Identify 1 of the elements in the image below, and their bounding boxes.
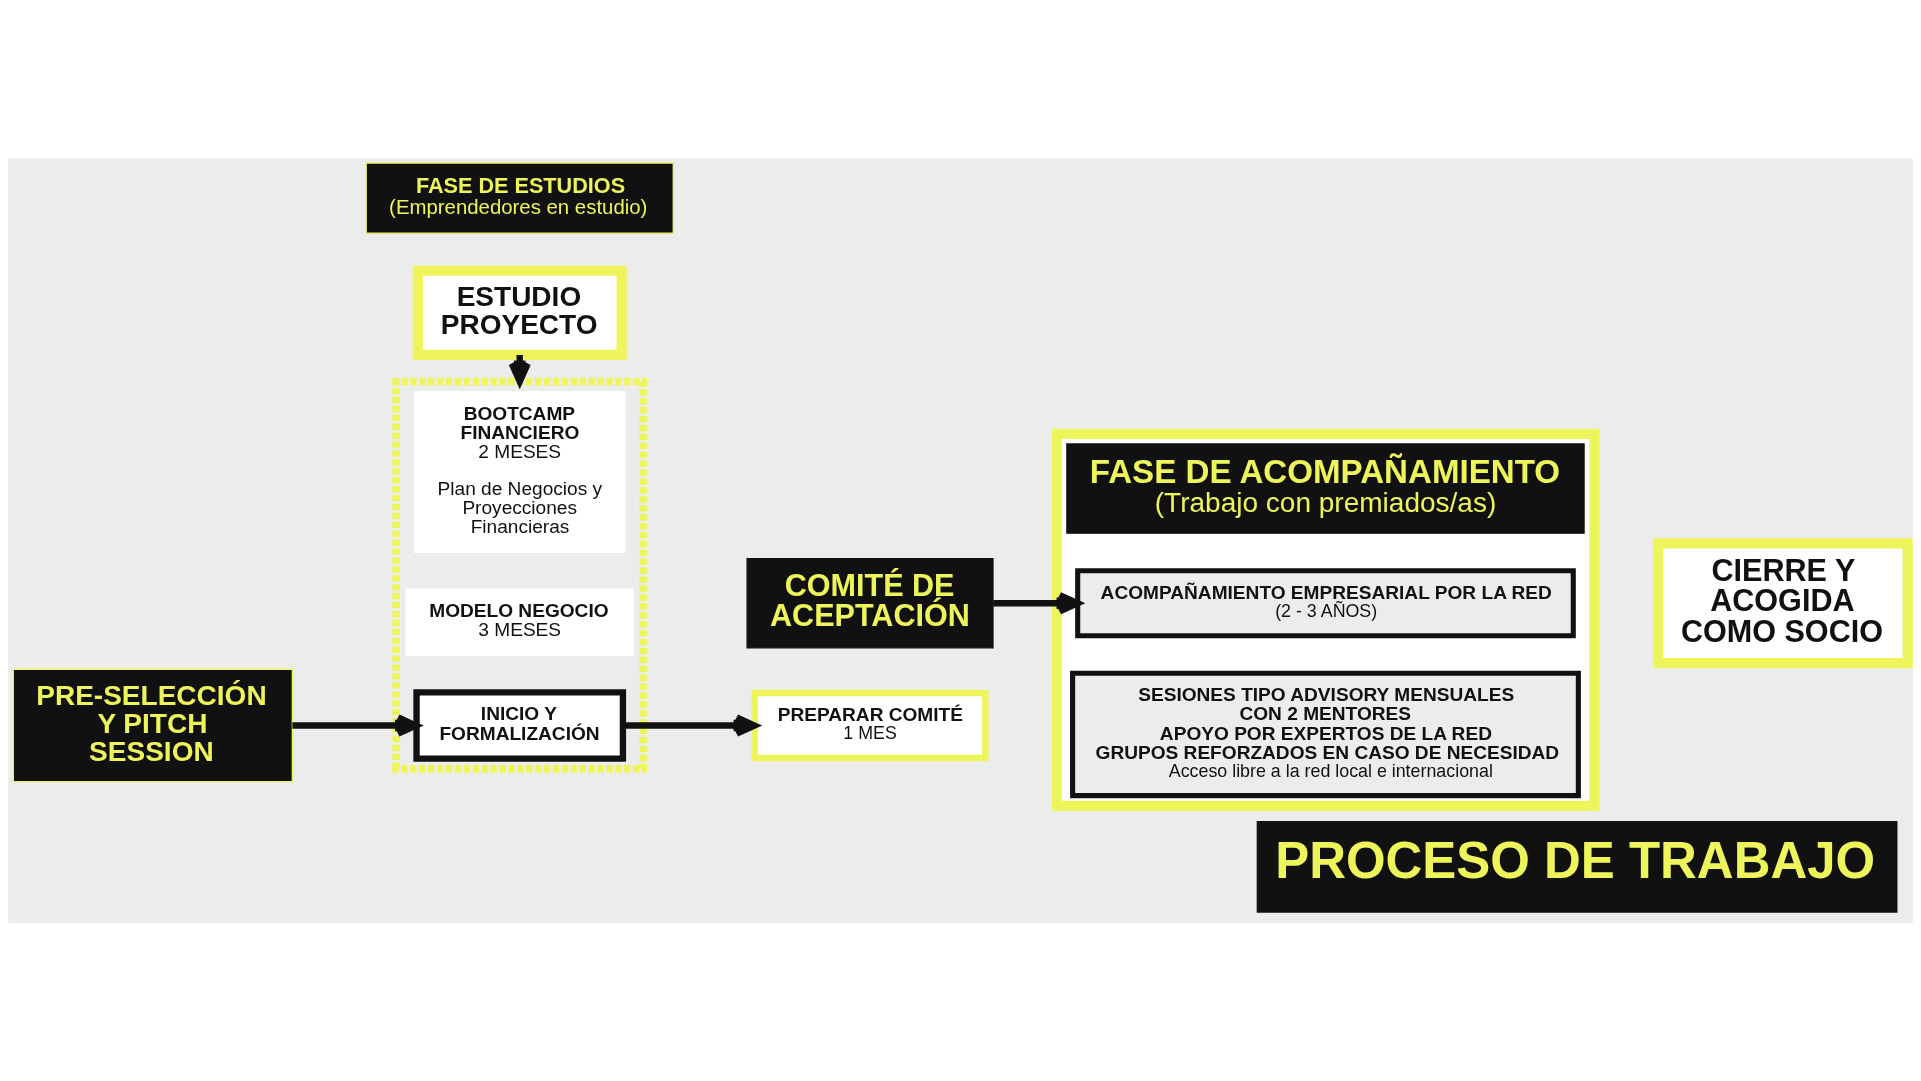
diagram-title: PROCESO DE TRABAJO [1275, 832, 1876, 890]
